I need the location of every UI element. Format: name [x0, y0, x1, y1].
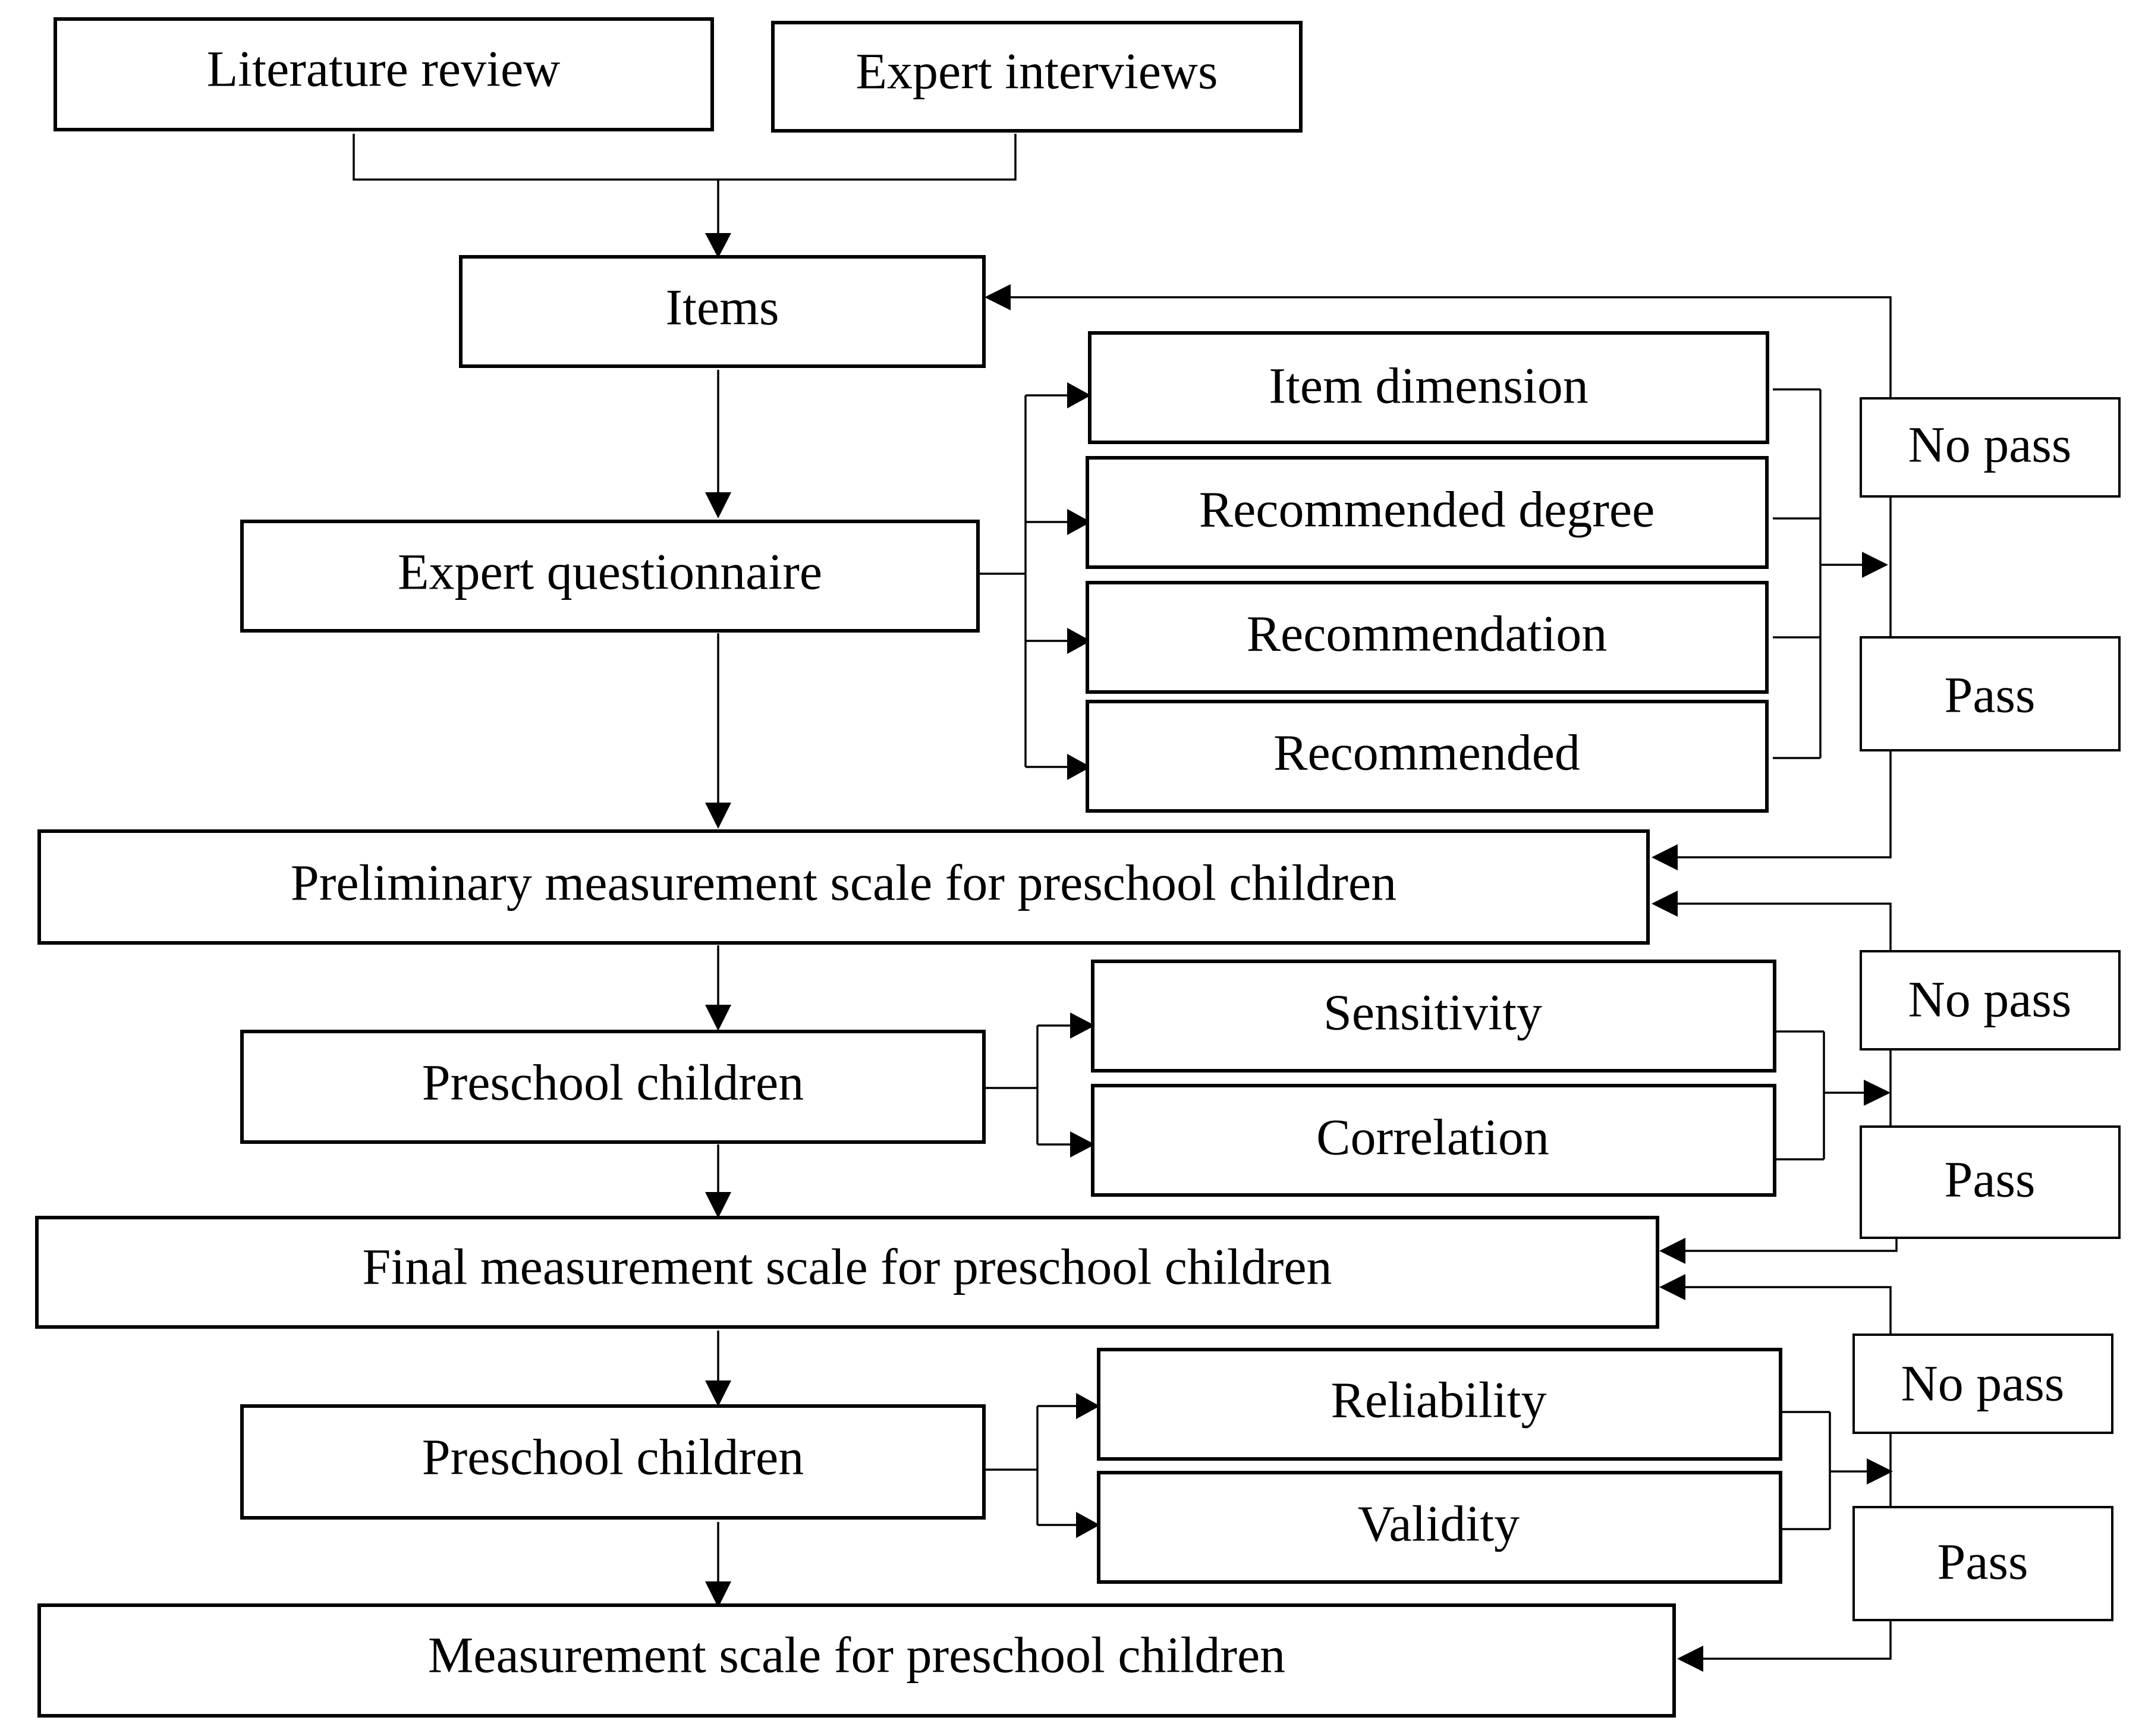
measurement-scale-label: Measurement scale for preschool children: [428, 1627, 1285, 1684]
node-expert-questionnaire: Expert questionnaire: [240, 520, 980, 633]
arrowhead-nopass-to-items: [984, 284, 1011, 310]
decision-3-pass-label: Pass: [1937, 1533, 2028, 1590]
preschool-children-1-label: Preschool children: [422, 1054, 804, 1111]
decision-1-pass: Pass: [1860, 636, 2121, 751]
node-validity: Validity: [1097, 1471, 1782, 1584]
arrowhead-pass-to-final: [1659, 1238, 1685, 1264]
literature-review-label: Literature review: [207, 40, 560, 98]
preliminary-scale-label: Preliminary measurement scale for presch…: [291, 854, 1396, 911]
decision-2-no-pass: No pass: [1860, 950, 2121, 1051]
expert-interviews-label: Expert interviews: [856, 43, 1218, 100]
connector-criteria-merge: [1773, 388, 1862, 759]
arrowhead-to-decision-3: [1867, 1458, 1893, 1485]
node-preschool-children-1: Preschool children: [240, 1030, 986, 1144]
connector-questionnaire-fanout: [978, 394, 1067, 768]
decision-3-pass: Pass: [1852, 1506, 2113, 1621]
items-label: Items: [665, 279, 779, 336]
recommended-label: Recommended: [1273, 724, 1580, 781]
arrowhead-to-recommended: [1067, 754, 1091, 780]
arrowhead-to-recommended-degree: [1067, 509, 1091, 535]
connector-decision-2: [1678, 902, 1898, 1252]
recommended-degree-label: Recommended degree: [1199, 481, 1655, 538]
node-expert-interviews: Expert interviews: [771, 21, 1303, 133]
connector-stage-2-merge: [1775, 1030, 1864, 1161]
node-preschool-children-2: Preschool children: [240, 1404, 986, 1520]
node-literature-review: Literature review: [54, 17, 714, 131]
arrowhead-to-item-dimension: [1067, 382, 1091, 408]
arrowhead-to-items: [705, 233, 731, 258]
arrowhead-to-decision-2: [1864, 1080, 1891, 1106]
decision-2-pass: Pass: [1860, 1125, 2121, 1239]
node-sensitivity: Sensitivity: [1091, 960, 1776, 1073]
validity-label: Validity: [1358, 1495, 1520, 1552]
decision-3-no-pass: No pass: [1852, 1334, 2113, 1434]
arrowhead-to-preliminary: [705, 803, 731, 829]
connectors: [353, 134, 1898, 1672]
expert-questionnaire-label: Expert questionnaire: [398, 543, 822, 600]
decision-1-pass-label: Pass: [1945, 666, 2036, 724]
arrowhead-to-final: [705, 1192, 731, 1218]
node-reliability: Reliability: [1097, 1348, 1782, 1461]
item-dimension-label: Item dimension: [1269, 357, 1588, 414]
arrowhead-nopass-to-preliminary: [1652, 891, 1678, 917]
arrowhead-to-measurement: [705, 1581, 731, 1608]
arrowhead-to-validity: [1076, 1512, 1100, 1538]
connector-children-2-fanout: [984, 1405, 1076, 1526]
arrowhead-pass-to-preliminary: [1652, 844, 1678, 870]
node-correlation: Correlation: [1091, 1084, 1776, 1197]
node-measurement-scale: Measurement scale for preschool children: [37, 1603, 1676, 1718]
reliability-label: Reliability: [1331, 1372, 1546, 1429]
decision-1-no-pass: No pass: [1860, 397, 2121, 498]
final-scale-label: Final measurement scale for preschool ch…: [362, 1238, 1332, 1295]
connector-children-1-fanout: [984, 1024, 1070, 1146]
connector-sources-merge: [353, 134, 1017, 233]
node-recommended-degree: Recommended degree: [1086, 456, 1769, 569]
node-preliminary-scale: Preliminary measurement scale for presch…: [37, 829, 1650, 945]
sensitivity-label: Sensitivity: [1323, 984, 1542, 1041]
decision-1-no-pass-label: No pass: [1908, 416, 2072, 473]
decision-3-no-pass-label: No pass: [1901, 1355, 2065, 1412]
arrowhead-pass-to-measurement: [1677, 1646, 1703, 1672]
arrowhead-nopass-to-final: [1659, 1274, 1685, 1300]
arrowhead-to-sensitivity: [1070, 1012, 1095, 1039]
node-recommendation: Recommendation: [1086, 581, 1769, 694]
node-items: Items: [459, 255, 986, 368]
arrowhead-to-questionnaire: [705, 492, 731, 518]
arrowhead-to-children-2: [705, 1380, 731, 1407]
node-final-scale: Final measurement scale for preschool ch…: [35, 1216, 1659, 1329]
arrowhead-to-children-1: [705, 1005, 731, 1031]
arrowhead-to-reliability: [1076, 1393, 1100, 1419]
arrowhead-to-correlation: [1070, 1131, 1095, 1158]
correlation-label: Correlation: [1316, 1109, 1549, 1166]
recommendation-label: Recommendation: [1247, 605, 1608, 662]
connector-decision-1: [1011, 296, 1892, 858]
decision-2-pass-label: Pass: [1945, 1151, 2036, 1208]
arrowhead-to-recommendation: [1067, 628, 1091, 654]
node-item-dimension: Item dimension: [1088, 331, 1769, 444]
node-recommended: Recommended: [1086, 700, 1769, 813]
connector-stage-3-merge: [1781, 1411, 1867, 1530]
preschool-children-2-label: Preschool children: [422, 1429, 804, 1486]
arrowhead-to-decision-1: [1862, 552, 1888, 578]
connector-decision-3: [1685, 1286, 1892, 1660]
decision-2-no-pass-label: No pass: [1908, 971, 2072, 1028]
